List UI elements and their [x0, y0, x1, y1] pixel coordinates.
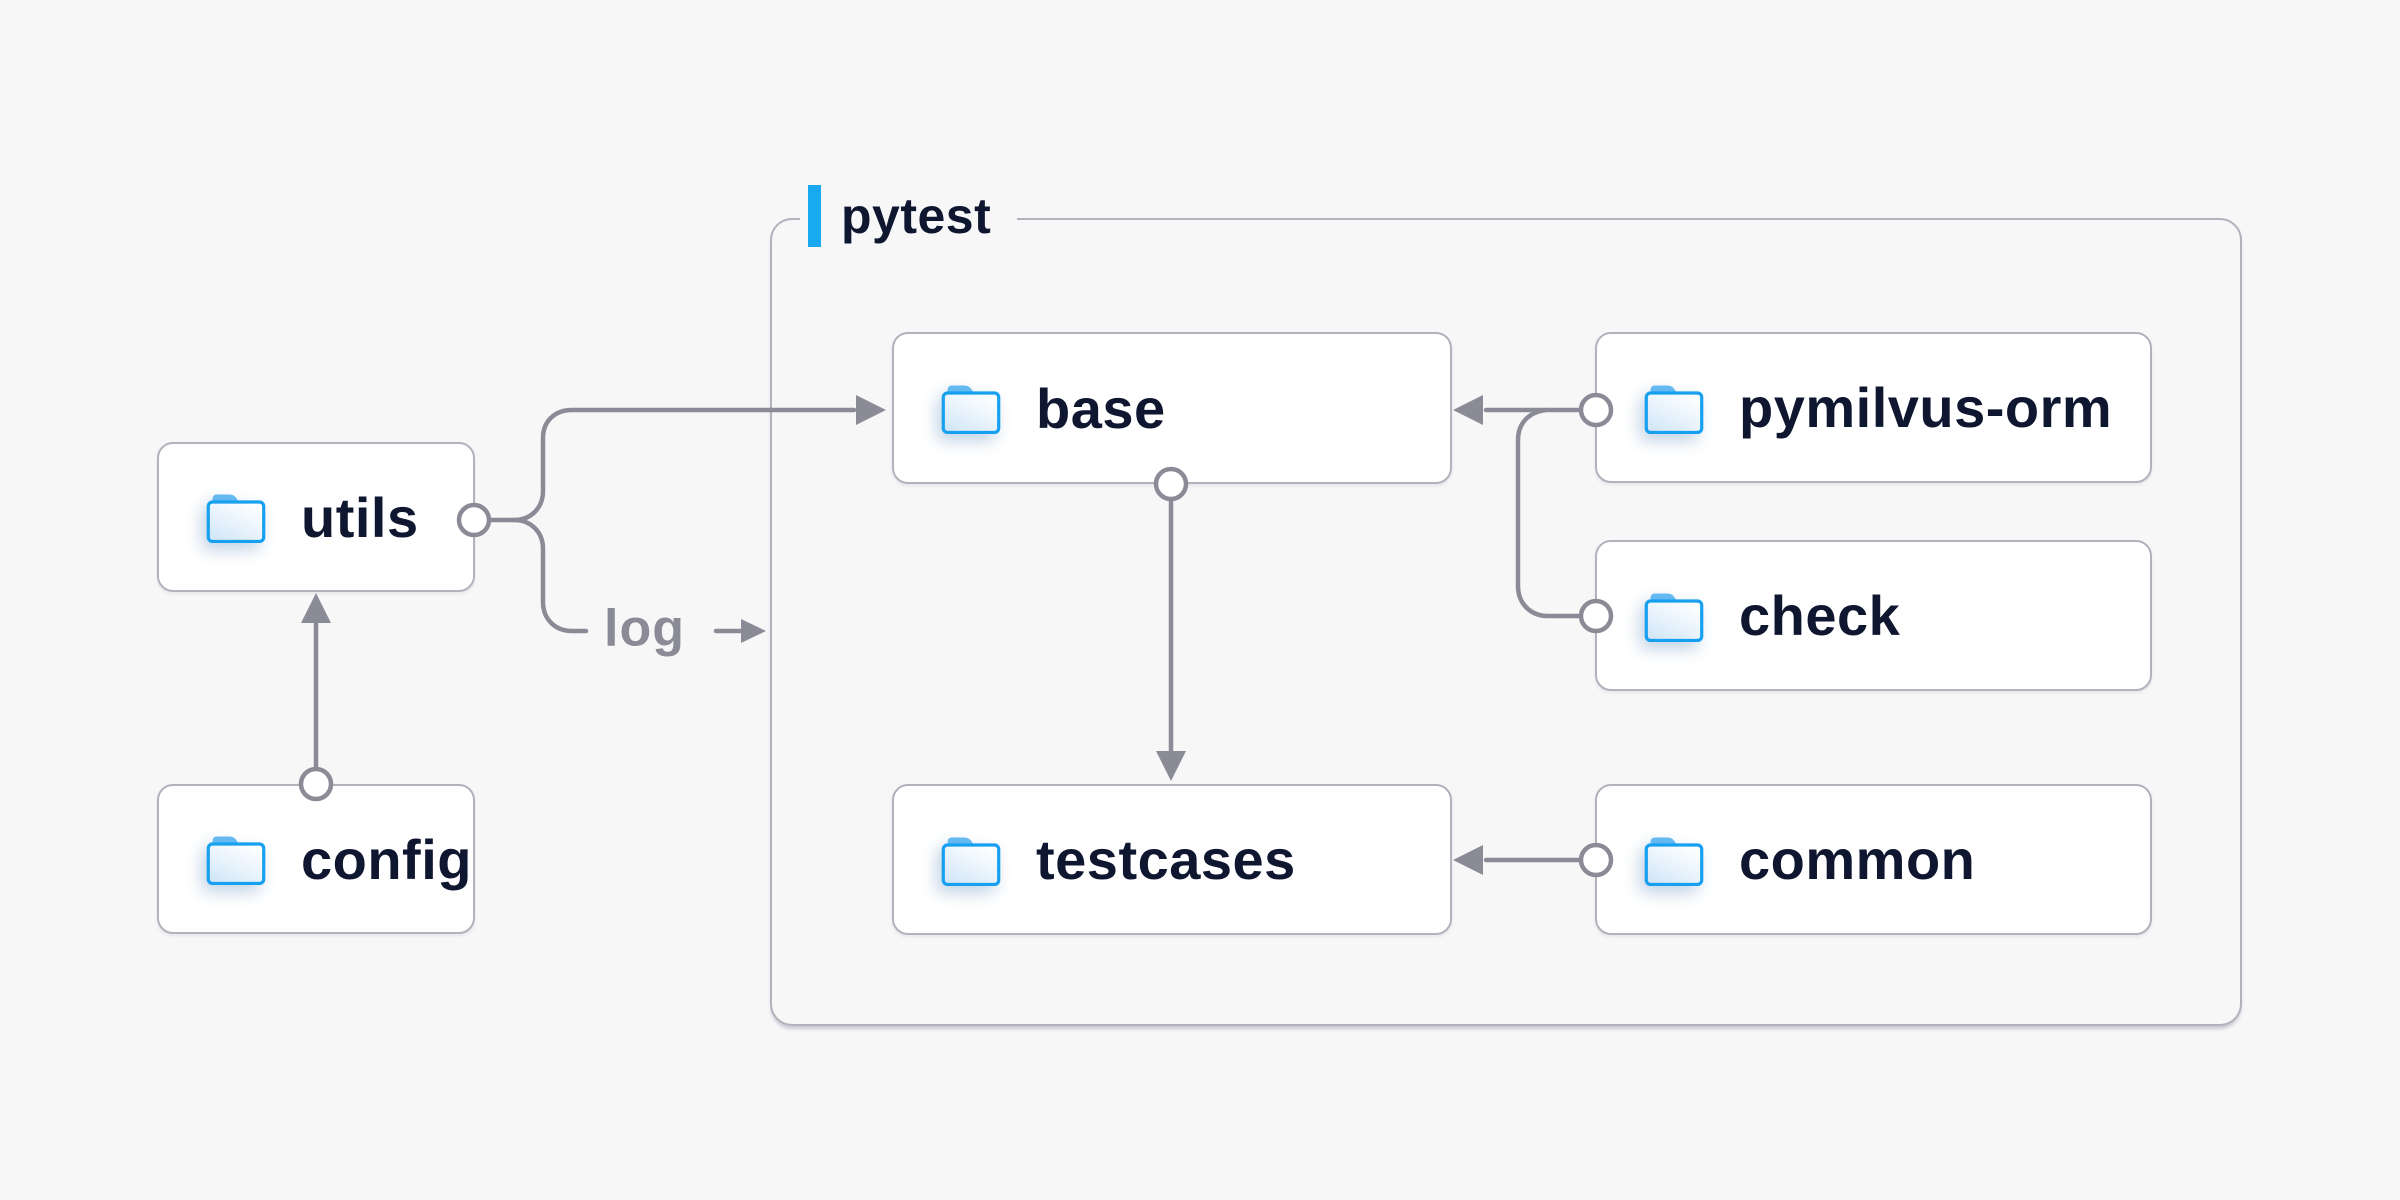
node-common: common — [1595, 784, 2152, 935]
folder-icon — [206, 836, 266, 886]
node-check: check — [1595, 540, 2152, 691]
pytest-group-label: pytest — [800, 183, 1018, 249]
node-label-config: config — [301, 827, 472, 891]
node-config: config — [157, 784, 475, 934]
folder-icon — [1644, 384, 1704, 434]
node-label-check: check — [1739, 584, 1901, 647]
arrowhead-right-icon — [741, 619, 766, 643]
folder-icon — [1644, 592, 1704, 642]
node-label-common: common — [1739, 828, 1976, 891]
group-title: pytest — [841, 188, 992, 244]
node-label-base: base — [1036, 376, 1166, 440]
node-label-testcases: testcases — [1036, 828, 1296, 891]
folder-icon — [941, 385, 1001, 435]
node-utils: utils — [157, 442, 475, 592]
edge-config-to-utils — [298, 593, 334, 802]
arrowhead-up-icon — [301, 593, 331, 623]
edge-log-arrow — [713, 619, 766, 643]
node-testcases: testcases — [892, 784, 1452, 935]
folder-icon — [1644, 836, 1704, 886]
node-label-utils: utils — [301, 485, 419, 549]
node-pymilvus-orm: pymilvus-orm — [1595, 332, 2152, 483]
folder-icon — [941, 836, 1001, 886]
blue-accent-bar — [808, 185, 821, 247]
folder-icon — [206, 494, 266, 544]
pytest-group-container — [770, 218, 2242, 1026]
edge-label-log: log — [604, 599, 685, 658]
node-label-pymilvus-orm: pymilvus-orm — [1739, 376, 2113, 439]
node-base: base — [892, 332, 1452, 484]
